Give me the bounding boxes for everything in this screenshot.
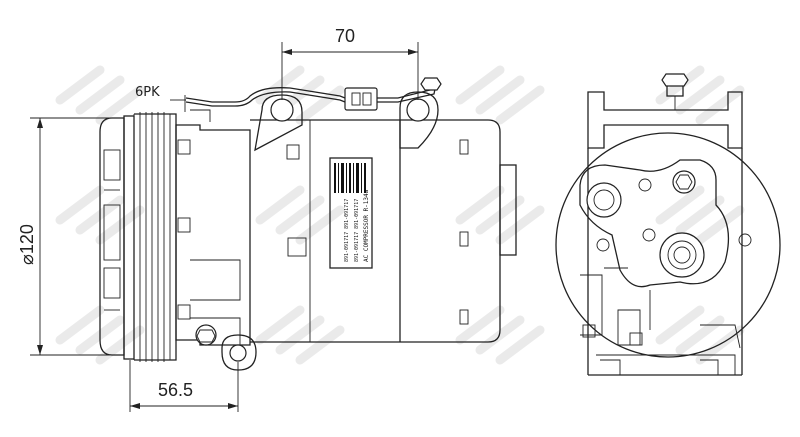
watermark-logo	[55, 65, 145, 125]
watermark-logo	[455, 65, 545, 125]
dimension-top: 70	[281, 26, 419, 100]
wire-harness	[185, 77, 442, 111]
watermark-logo	[655, 185, 745, 245]
dimension-diameter-value: ⌀120	[17, 224, 37, 265]
barcode	[334, 163, 366, 193]
rear-view	[555, 73, 781, 376]
dimension-bottom-value: 56.5	[158, 380, 193, 400]
belt-profile-label: 6PK	[135, 85, 160, 100]
dimension-diameter: ⌀120	[17, 117, 110, 356]
nameplate-sticker: AC COMPRESSOR R-134a 891-091717 891-0917…	[329, 157, 373, 269]
rear-valve-plate	[579, 159, 730, 288]
rear-housing	[555, 132, 781, 358]
belt-grooves	[133, 112, 177, 362]
sticker-line-3: 891-091717 891-091717	[344, 199, 350, 262]
dimension-top-value: 70	[335, 26, 355, 46]
dimension-bottom: 56.5	[129, 360, 239, 412]
watermark-logo	[255, 305, 345, 365]
watermark-logo	[255, 185, 345, 245]
front-housing	[175, 109, 251, 346]
compressor-body	[190, 91, 517, 371]
sticker-line-1: AC COMPRESSOR R-134a	[363, 189, 370, 262]
side-view: AC COMPRESSOR R-134a 891-091717 891-0917…	[17, 26, 517, 412]
sticker-line-2: 891-091717 891-091717	[354, 199, 360, 262]
